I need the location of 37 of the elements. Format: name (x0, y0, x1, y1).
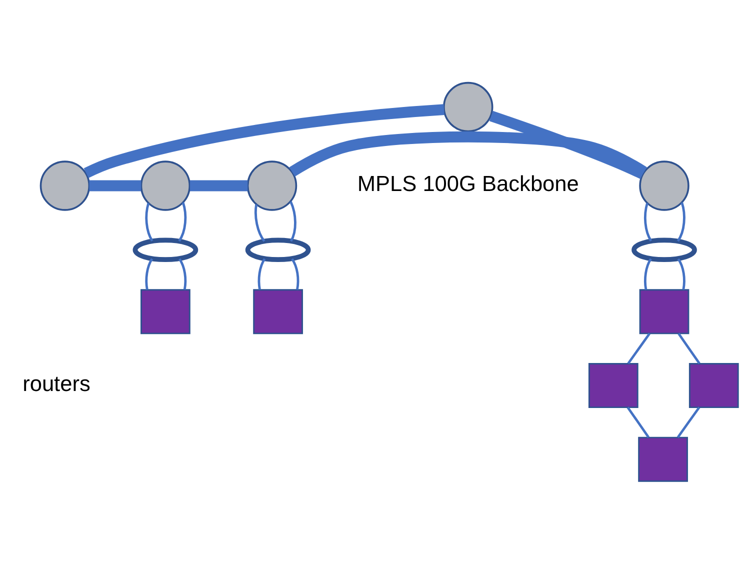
node-ring (132, 237, 198, 262)
connector (289, 130, 647, 176)
connector (644, 258, 652, 290)
node-circle (40, 160, 90, 210)
connector (644, 202, 652, 241)
node-box (638, 436, 688, 482)
node-box (688, 362, 739, 408)
connector (145, 258, 154, 290)
connector (89, 180, 142, 191)
node-box (639, 288, 690, 334)
node-box (253, 288, 303, 334)
node-ring (245, 237, 311, 262)
node-ring (632, 237, 697, 262)
connector (678, 332, 700, 364)
node-circle (140, 160, 191, 210)
connector (676, 202, 686, 242)
node-circle (246, 160, 298, 210)
connector (290, 200, 296, 242)
connector (676, 406, 700, 438)
node-box (140, 288, 190, 334)
connector (178, 202, 187, 242)
node-circle (443, 81, 494, 132)
connector (489, 110, 645, 178)
node-box (588, 362, 638, 408)
label: routers (22, 370, 90, 396)
connector (291, 258, 300, 290)
connector (178, 258, 187, 290)
connector (145, 202, 154, 241)
connector (254, 204, 266, 242)
connector (677, 258, 686, 290)
connector (84, 104, 444, 178)
node-circle (639, 160, 690, 210)
connector (627, 332, 651, 364)
connector (626, 406, 650, 438)
connector (258, 258, 266, 290)
label: MPLS 100G Backbone (357, 170, 579, 196)
connector (190, 180, 248, 191)
